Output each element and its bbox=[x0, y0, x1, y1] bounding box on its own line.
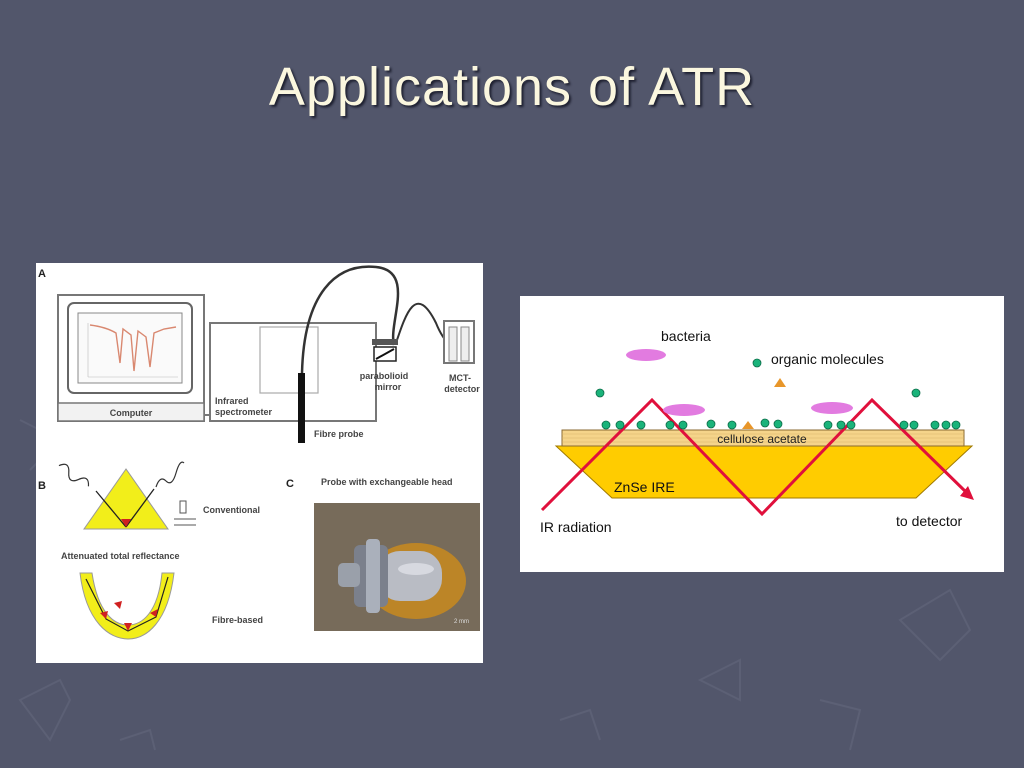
atr-setup-figure: A Computer Infrared spectrometer Fi bbox=[36, 263, 483, 663]
ir-beam bbox=[540, 397, 970, 517]
bacterium bbox=[811, 402, 853, 414]
beam-arrowhead bbox=[960, 486, 974, 500]
panel-c-title: Probe with exchangeable head bbox=[321, 477, 453, 487]
mirror-label-line2: mirror bbox=[375, 382, 402, 392]
fibre-based-atr: Fibre-based bbox=[79, 572, 263, 640]
znse-ire-figure: cellulose acetate ZnSe IRE bacteria orga… bbox=[520, 296, 1004, 572]
molecule-triangle bbox=[742, 421, 754, 429]
probe-photo: 2 mm bbox=[314, 503, 480, 631]
atr-label: Attenuated total reflectance bbox=[61, 551, 180, 561]
conventional-label: Conventional bbox=[203, 505, 260, 515]
bacterium bbox=[626, 349, 666, 361]
molecule-triangle bbox=[774, 378, 786, 387]
detector-label-line2: detector bbox=[444, 384, 480, 394]
panel-c-letter: C bbox=[286, 478, 294, 490]
to-detector-label: to detector bbox=[896, 513, 962, 529]
panel-a-letter: A bbox=[38, 268, 46, 280]
bacterium bbox=[663, 404, 705, 416]
conventional-atr-prism: Conventional Attenuated total reflectanc… bbox=[58, 461, 260, 561]
fibre-based-label: Fibre-based bbox=[212, 615, 263, 625]
scale-label: 2 mm bbox=[454, 619, 469, 625]
spectrometer-label-line2: spectrometer bbox=[215, 407, 273, 417]
mirror-label-line1: parabolioid bbox=[360, 371, 409, 381]
ir-radiation-label: IR radiation bbox=[540, 519, 612, 535]
computer: Computer bbox=[57, 294, 205, 422]
znse-ire-label: ZnSe IRE bbox=[614, 479, 675, 495]
slide-title: Applications of ATR bbox=[268, 57, 756, 117]
organic-molecules bbox=[595, 358, 961, 430]
detector-label-line1: MCT- bbox=[449, 373, 471, 383]
mct-detector: MCT- detector bbox=[443, 320, 480, 394]
parabolic-mirror: parabolioid mirror bbox=[360, 339, 409, 392]
computer-label: Computer bbox=[110, 408, 153, 418]
fibre-probe-label: Fibre probe bbox=[314, 429, 364, 439]
organic-molecules-label: organic molecules bbox=[771, 351, 884, 367]
infrared-spectrometer: Infrared spectrometer bbox=[209, 322, 377, 422]
bacteria-label: bacteria bbox=[661, 328, 711, 344]
atr-setup-diagram: A Computer Infrared spectrometer Fi bbox=[38, 265, 480, 640]
cellulose-acetate-label: cellulose acetate bbox=[717, 432, 807, 446]
cellulose-texture bbox=[562, 433, 964, 443]
panel-b-letter: B bbox=[38, 480, 46, 492]
spectrometer-label-line1: Infrared bbox=[215, 396, 249, 406]
znse-ire-diagram: cellulose acetate ZnSe IRE bacteria orga… bbox=[540, 328, 974, 535]
